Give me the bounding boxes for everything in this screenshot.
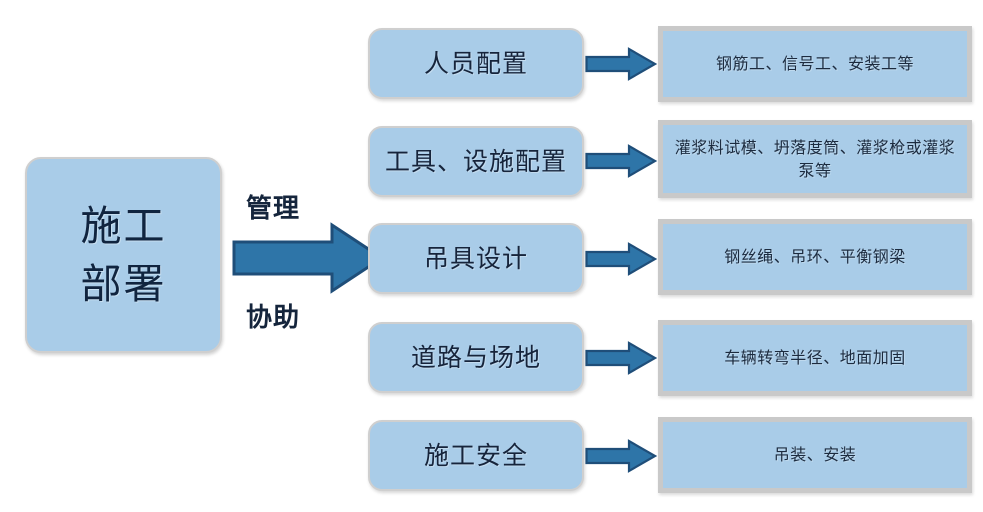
detail-node-2-label: 钢丝绳、吊环、平衡钢梁 (724, 247, 906, 267)
category-node-0-label: 人员配置 (423, 48, 528, 78)
category-node-4[interactable]: 施工安全 (368, 420, 584, 491)
detail-node-0[interactable]: 钢筋工、信号工、安装工等 (658, 26, 972, 102)
connector-arrow-1-icon (585, 144, 657, 178)
connector-arrow-3-icon (585, 341, 657, 375)
detail-node-4-label: 吊装、安装 (773, 445, 857, 465)
detail-node-3[interactable]: 车辆转弯半径、地面加固 (658, 320, 972, 396)
category-node-3[interactable]: 道路与场地 (368, 322, 584, 393)
edge-label-manage: 管理 (246, 194, 301, 224)
big-right-arrow-icon (232, 222, 384, 294)
detail-node-3-label: 车辆转弯半径、地面加固 (724, 348, 906, 368)
connector-arrow-4-icon (585, 439, 657, 473)
category-node-2-label: 吊具设计 (423, 243, 528, 273)
detail-node-2[interactable]: 钢丝绳、吊环、平衡钢梁 (658, 219, 972, 295)
detail-node-1-label: 灌浆料试模、坍落度筒、灌浆枪或灌浆泵等 (674, 137, 956, 180)
connector-arrow-2-icon (585, 242, 657, 276)
category-node-3-label: 道路与场地 (410, 342, 541, 372)
category-node-4-label: 施工安全 (423, 440, 528, 470)
edge-label-assist: 协助 (246, 303, 301, 333)
root-node-label: 施工 部署 (80, 201, 167, 308)
connector-arrow-0-icon (585, 47, 657, 81)
detail-node-4[interactable]: 吊装、安装 (658, 417, 972, 493)
root-node-construction-deployment[interactable]: 施工 部署 (25, 157, 222, 353)
category-node-1-label: 工具、设施配置 (384, 146, 567, 176)
category-node-0[interactable]: 人员配置 (368, 28, 584, 99)
detail-node-1[interactable]: 灌浆料试模、坍落度筒、灌浆枪或灌浆泵等 (658, 120, 972, 198)
category-node-1[interactable]: 工具、设施配置 (368, 126, 584, 197)
category-node-2[interactable]: 吊具设计 (368, 223, 584, 294)
detail-node-0-label: 钢筋工、信号工、安装工等 (715, 54, 914, 74)
